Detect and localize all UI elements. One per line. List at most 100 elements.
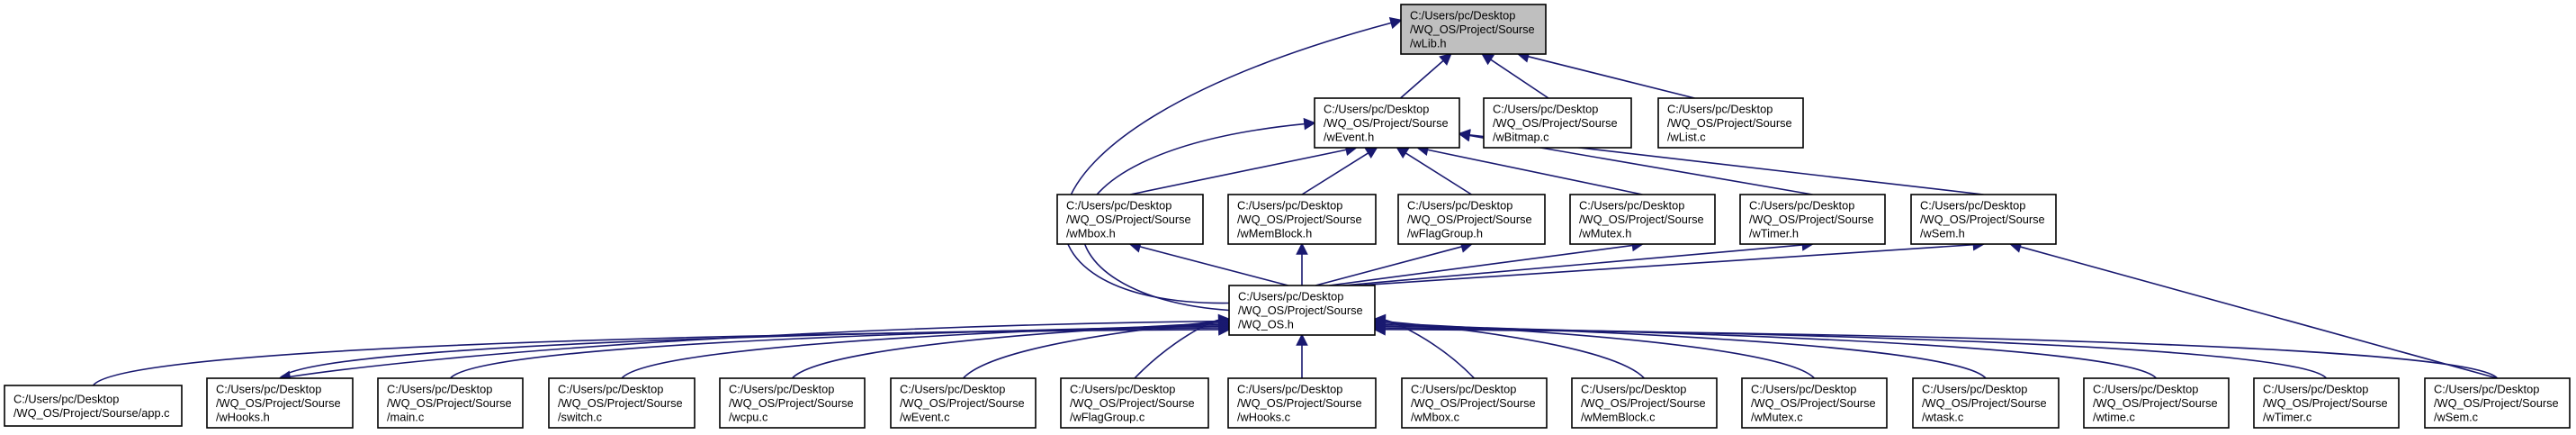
node-main_c[interactable]: C:/Users/pc/Desktop/WQ_OS/Project/Sourse… bbox=[377, 377, 524, 429]
node-wcpu_c[interactable]: C:/Users/pc/Desktop/WQ_OS/Project/Sourse… bbox=[719, 377, 866, 429]
node-box bbox=[1569, 194, 1716, 245]
node-label-line: /WQ_OS/Project/Sourse bbox=[1237, 396, 1362, 410]
node-wflaggroup_c[interactable]: C:/Users/pc/Desktop/WQ_OS/Project/Sourse… bbox=[1060, 377, 1209, 429]
node-wmutex_h[interactable]: C:/Users/pc/Desktop/WQ_OS/Project/Sourse… bbox=[1569, 194, 1716, 245]
node-box bbox=[1657, 97, 1804, 149]
edge-app_c-to-wq_os_h bbox=[92, 323, 1231, 386]
edge-wflaggroup_h-to-wevent_h bbox=[1396, 147, 1472, 195]
node-label-line: /wMbox.c bbox=[1411, 411, 1460, 424]
node-label-line: /wcpu.c bbox=[729, 411, 768, 424]
edge-wmutex_h-to-wevent_h bbox=[1415, 143, 1643, 195]
node-wbitmap_c[interactable]: C:/Users/pc/Desktop/WQ_OS/Project/Sourse… bbox=[1483, 97, 1632, 149]
edge-wq_os_h-to-wsem_h bbox=[1356, 238, 1986, 286]
node-label-line: /WQ_OS/Project/Sourse bbox=[558, 396, 683, 410]
node-label-line: C:/Users/pc/Desktop bbox=[1493, 103, 1598, 116]
node-box bbox=[1571, 377, 1718, 429]
node-layer: C:/Users/pc/Desktop/WQ_OS/Project/Sourse… bbox=[4, 4, 2571, 429]
node-label-line: /wSem.c bbox=[2434, 411, 2479, 424]
node-label-line: C:/Users/pc/Desktop bbox=[1581, 383, 1686, 396]
node-wtimer_c[interactable]: C:/Users/pc/Desktop/WQ_OS/Project/Sourse… bbox=[2253, 377, 2400, 429]
node-box bbox=[1912, 377, 2060, 429]
edge-line bbox=[1063, 22, 1392, 304]
node-label-line: /wTimer.h bbox=[1749, 227, 1799, 240]
edge-line bbox=[962, 321, 1220, 379]
node-box bbox=[2253, 377, 2400, 429]
edge-line bbox=[1527, 55, 1695, 99]
edge-arrowhead bbox=[1373, 323, 1386, 336]
node-label-line: /wLib.h bbox=[1410, 37, 1447, 50]
node-wsem_h[interactable]: C:/Users/pc/Desktop/WQ_OS/Project/Sourse… bbox=[1910, 194, 2057, 245]
node-label-line: /wEvent.h bbox=[1324, 131, 1374, 144]
node-label-line: /WQ_OS/Project/Sourse bbox=[1667, 116, 1792, 130]
node-label-line: /wtime.c bbox=[2093, 411, 2136, 424]
edge-whooks_c-to-wq_os_h bbox=[1296, 333, 1308, 378]
node-wsem_c[interactable]: C:/Users/pc/Desktop/WQ_OS/Project/Sourse… bbox=[2424, 377, 2571, 429]
node-label-line: C:/Users/pc/Desktop bbox=[558, 383, 663, 396]
node-label-line: /wFlagGroup.c bbox=[1070, 411, 1145, 424]
node-box bbox=[1056, 194, 1204, 245]
node-label-line: C:/Users/pc/Desktop bbox=[1324, 103, 1429, 116]
node-label-line: /WQ_OS/Project/Sourse bbox=[2263, 396, 2388, 410]
edge-line bbox=[1384, 323, 1987, 379]
node-wq_os_h[interactable]: C:/Users/pc/Desktop/WQ_OS/Project/Sourse… bbox=[1228, 285, 1376, 336]
node-label-line: /main.c bbox=[387, 411, 425, 424]
edge-wsem_c-to-wq_os_h bbox=[1373, 323, 2499, 379]
node-label-line: /wMemBlock.h bbox=[1237, 227, 1312, 240]
node-label-line: /WQ_OS/Project/Sourse bbox=[1410, 23, 1535, 36]
node-wtimer_h[interactable]: C:/Users/pc/Desktop/WQ_OS/Project/Sourse… bbox=[1739, 194, 1886, 245]
edge-line bbox=[1315, 246, 1463, 286]
node-box bbox=[2083, 377, 2230, 429]
node-wmbox_h[interactable]: C:/Users/pc/Desktop/WQ_OS/Project/Sourse… bbox=[1056, 194, 1204, 245]
node-label-line: /WQ_OS/Project/Sourse bbox=[1070, 396, 1195, 410]
edge-layer bbox=[92, 16, 2499, 386]
node-label-line: /WQ_OS/Project/Sourse bbox=[1238, 304, 1363, 317]
node-wflaggroup_h[interactable]: C:/Users/pc/Desktop/WQ_OS/Project/Sourse… bbox=[1397, 194, 1546, 245]
edge-arrowhead bbox=[1458, 129, 1471, 141]
node-label-line: /WQ_OS/Project/Sourse bbox=[2434, 396, 2559, 410]
node-label-line: C:/Users/pc/Desktop bbox=[216, 383, 321, 396]
edge-line bbox=[1384, 319, 1476, 379]
node-label-line: /WQ_OS/Project/Sourse bbox=[1920, 213, 2045, 226]
node-wtime_c[interactable]: C:/Users/pc/Desktop/WQ_OS/Project/Sourse… bbox=[2083, 377, 2230, 429]
edge-line bbox=[621, 323, 1220, 379]
edge-line bbox=[1490, 59, 1549, 99]
node-box bbox=[890, 377, 1037, 429]
node-wmemblock_c[interactable]: C:/Users/pc/Desktop/WQ_OS/Project/Sourse… bbox=[1571, 377, 1718, 429]
node-box bbox=[719, 377, 866, 429]
node-wevent_h[interactable]: C:/Users/pc/Desktop/WQ_OS/Project/Sourse… bbox=[1314, 97, 1460, 149]
node-wtask_c[interactable]: C:/Users/pc/Desktop/WQ_OS/Project/Sourse… bbox=[1912, 377, 2060, 429]
node-app_c[interactable]: C:/Users/pc/Desktop/WQ_OS/Project/Sourse… bbox=[4, 385, 183, 427]
node-wmemblock_h[interactable]: C:/Users/pc/Desktop/WQ_OS/Project/Sourse… bbox=[1227, 194, 1377, 245]
node-label-line: C:/Users/pc/Desktop bbox=[1922, 383, 2027, 396]
node-label-line: /WQ_OS/Project/Sourse bbox=[1922, 396, 2047, 410]
node-label-line: /WQ_OS/Project/Sourse bbox=[1407, 213, 1532, 226]
node-whooks_c[interactable]: C:/Users/pc/Desktop/WQ_OS/Project/Sourse… bbox=[1227, 377, 1377, 429]
node-label-line: C:/Users/pc/Desktop bbox=[1238, 290, 1343, 304]
node-box bbox=[1397, 194, 1546, 245]
node-box bbox=[1227, 377, 1377, 429]
node-label-line: C:/Users/pc/Desktop bbox=[1070, 383, 1175, 396]
node-label-line: /wHooks.c bbox=[1237, 411, 1291, 424]
node-label-line: C:/Users/pc/Desktop bbox=[387, 383, 492, 396]
node-switch_c[interactable]: C:/Users/pc/Desktop/WQ_OS/Project/Sourse… bbox=[548, 377, 696, 429]
node-label-line: /WQ_OS/Project/Sourse bbox=[387, 396, 512, 410]
node-wlist_c[interactable]: C:/Users/pc/Desktop/WQ_OS/Project/Sourse… bbox=[1657, 97, 1804, 149]
node-label-line: C:/Users/pc/Desktop bbox=[2434, 383, 2539, 396]
edge-wq_os_h-to-wmbox_h bbox=[1128, 240, 1288, 286]
edge-line bbox=[1342, 244, 1803, 286]
edge-line bbox=[1427, 149, 1643, 195]
edge-line bbox=[1399, 59, 1444, 99]
node-whooks_h[interactable]: C:/Users/pc/Desktop/WQ_OS/Project/Sourse… bbox=[206, 377, 354, 429]
node-wlib_h[interactable]: C:/Users/pc/Desktop/WQ_OS/Project/Sourse… bbox=[1400, 4, 1547, 55]
node-box bbox=[1314, 97, 1460, 149]
edge-arrowhead bbox=[1388, 16, 1403, 30]
node-wevent_c[interactable]: C:/Users/pc/Desktop/WQ_OS/Project/Sourse… bbox=[890, 377, 1037, 429]
node-label-line: C:/Users/pc/Desktop bbox=[900, 383, 1005, 396]
edge-line bbox=[1301, 152, 1369, 195]
node-wmbox_c[interactable]: C:/Users/pc/Desktop/WQ_OS/Project/Sourse… bbox=[1401, 377, 1548, 429]
node-box bbox=[1400, 4, 1547, 55]
node-wmutex_c[interactable]: C:/Users/pc/Desktop/WQ_OS/Project/Sourse… bbox=[1741, 377, 1888, 429]
node-label-line: /WQ_OS/Project/Sourse bbox=[1751, 396, 1876, 410]
node-box bbox=[4, 385, 183, 427]
